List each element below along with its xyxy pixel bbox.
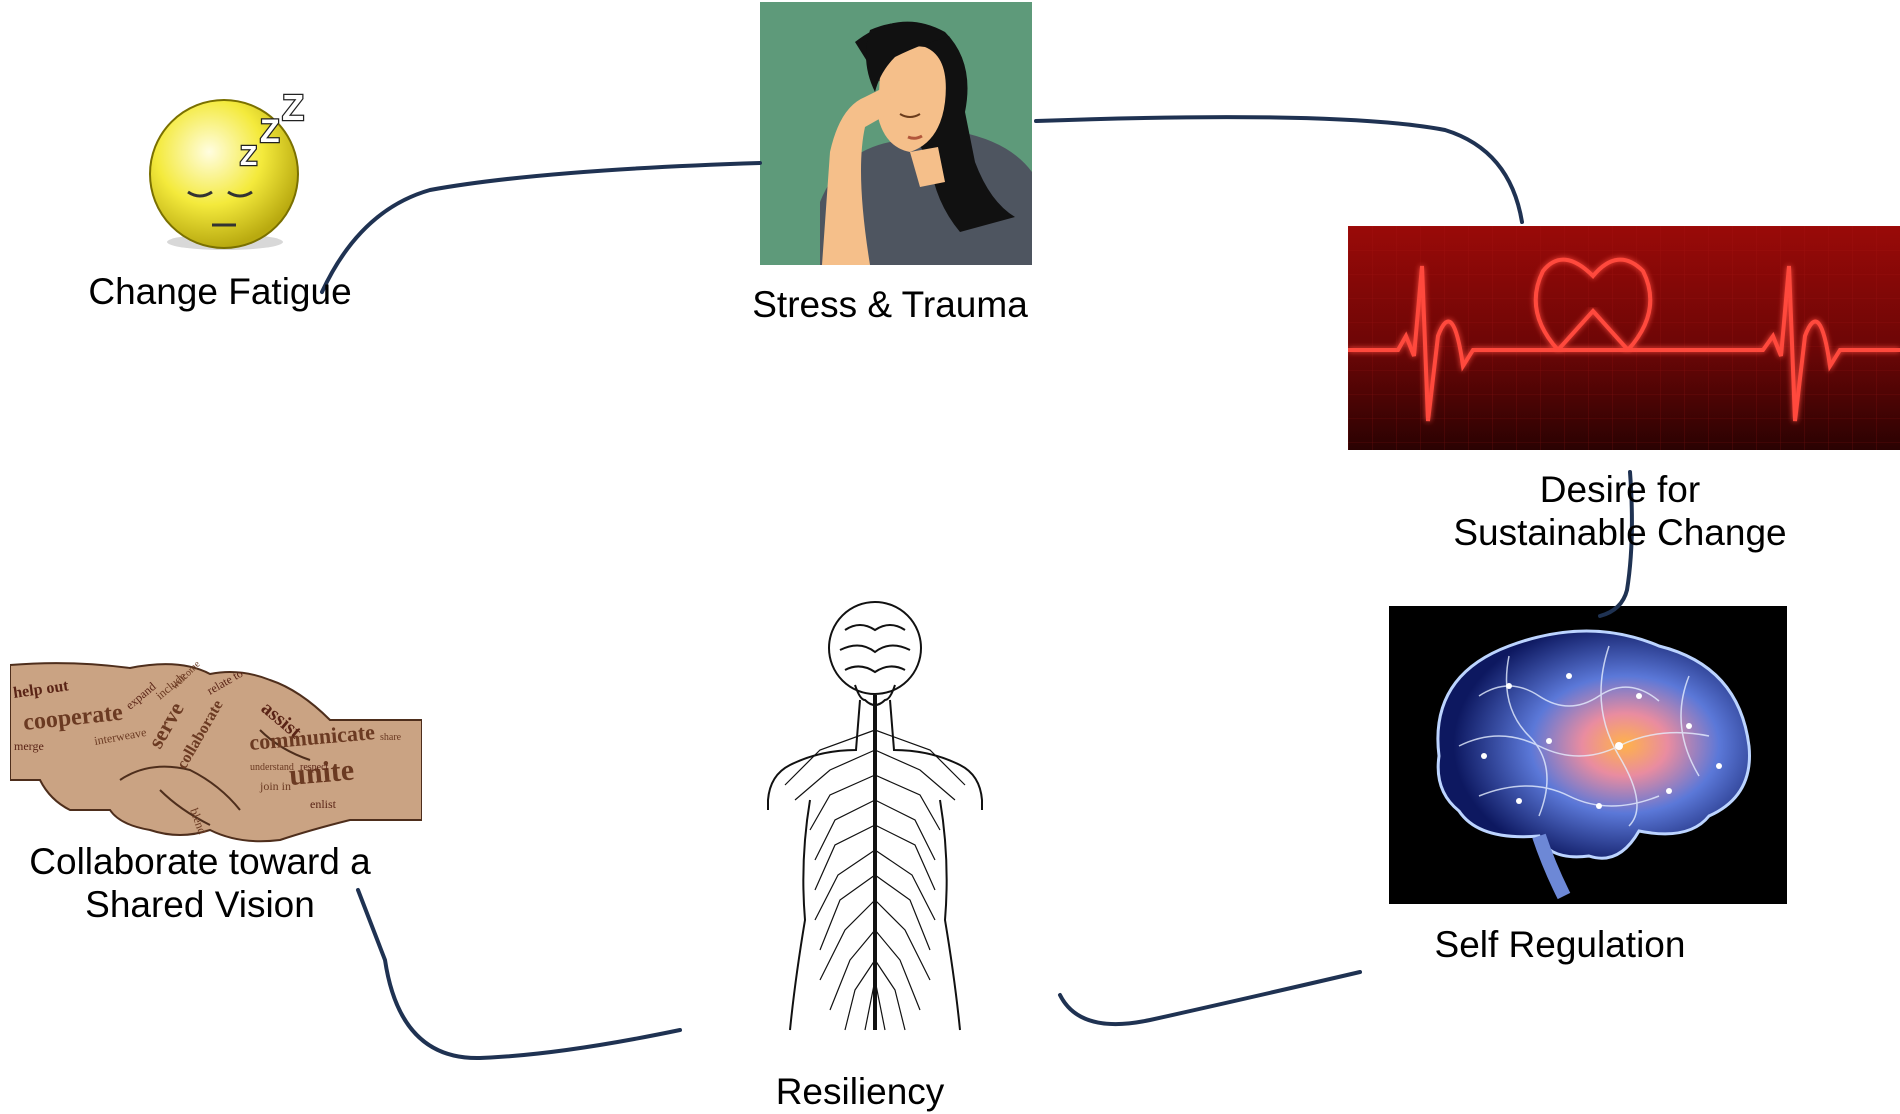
- connector-resiliency-to-collaborate: [358, 890, 680, 1058]
- stressed-woman-image: [760, 2, 1032, 265]
- heartbeat-heart-image: [1348, 226, 1900, 450]
- node-label-change-fatigue: Change Fatigue: [60, 270, 380, 313]
- handshake-word: understand: [250, 762, 294, 773]
- svg-text:Z: Z: [282, 87, 304, 128]
- node-label-desire: Desire for Sustainable Change: [1400, 468, 1840, 554]
- connector-stress-to-fatigue: [322, 163, 760, 292]
- svg-text:Z: Z: [240, 140, 257, 171]
- node-label-self-regulation: Self Regulation: [1380, 923, 1740, 966]
- glowing-brain-image: [1389, 606, 1787, 904]
- sleeping-face-icon: Z Z Z: [140, 80, 320, 260]
- handshake-word: merge: [14, 739, 44, 753]
- handshake-word: join in: [259, 779, 291, 793]
- connector-stress-to-desire: [1036, 117, 1522, 222]
- node-label-stress-trauma: Stress & Trauma: [720, 283, 1060, 326]
- svg-text:Z: Z: [260, 113, 280, 149]
- handshake-word: enlist: [310, 797, 337, 811]
- handshake-word: respect: [300, 762, 329, 773]
- node-label-resiliency: Resiliency: [700, 1070, 1020, 1113]
- handshake-word: share: [380, 732, 402, 743]
- connector-selfregulation-to-resiliency: [1060, 972, 1360, 1024]
- node-label-collaborate: Collaborate toward a Shared Vision: [20, 840, 380, 926]
- nervous-system-image: [760, 600, 990, 1040]
